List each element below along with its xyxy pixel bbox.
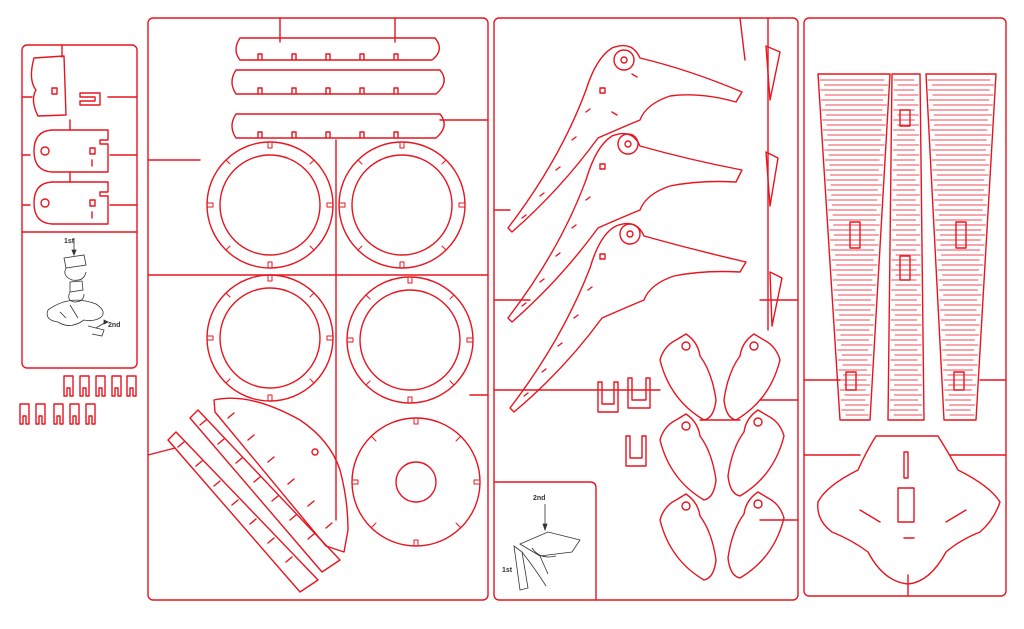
slat-3 [231,113,445,139]
part-head-plate [30,55,67,117]
flex-lattice-center [887,73,925,421]
slat-2 [231,69,445,95]
part-clip [79,92,101,106]
part-body-plate-2 [33,181,109,225]
ring-3 [206,274,334,402]
sheet-d-frame [803,17,1007,597]
claw-1 [507,44,743,233]
ring-2 [338,141,466,269]
sheet-a-frame [21,44,138,369]
flex-lattice-right [925,73,997,421]
spike-2 [765,151,779,207]
loose-comb-pieces [19,375,137,425]
fin-plate [213,397,349,553]
flex-lattice-left [817,73,891,421]
sheet-c-label-1st: 1st [502,567,513,574]
jaw-piece-6 [727,491,785,579]
sheet-c-label-2nd: 2nd [533,495,545,502]
u-clip-3 [625,435,647,467]
u-clip-1 [597,381,619,413]
jaw-piece-5 [659,493,717,581]
sheet-c-assembly-panel [493,481,597,601]
sheet-b-frame [147,17,489,601]
spike-1 [765,45,781,101]
part-body-plate-1 [33,129,109,173]
jaw-piece-3 [659,413,717,501]
sheet-a-assembly-sketch [46,238,109,337]
ring-disc [351,417,481,547]
claw-2 [507,132,743,323]
lattice-windows [845,109,967,391]
sheet-c-frame [493,17,799,601]
tri-star-base [817,435,1001,585]
sheet-b [147,17,489,601]
slat-1 [235,37,440,61]
jaw-piece-4 [727,409,785,497]
sheet-d [803,17,1007,597]
sheet-a [21,44,138,369]
sheet-c [493,17,799,601]
sheet-c-assembly-sketch [513,504,581,591]
diagonal-rail-2 [189,409,341,573]
ring-1 [206,141,334,269]
jaw-piece-1 [659,333,717,421]
diagonal-rail-1 [167,431,319,593]
u-clip-2 [627,377,651,409]
sheet-a-label-2nd: 2nd [108,322,120,329]
ring-4 [346,276,474,404]
claw-3 [509,222,747,413]
sheet-a-label-1st: 1st [64,238,75,245]
spike-3 [769,271,783,327]
jaw-piece-2 [723,333,781,421]
